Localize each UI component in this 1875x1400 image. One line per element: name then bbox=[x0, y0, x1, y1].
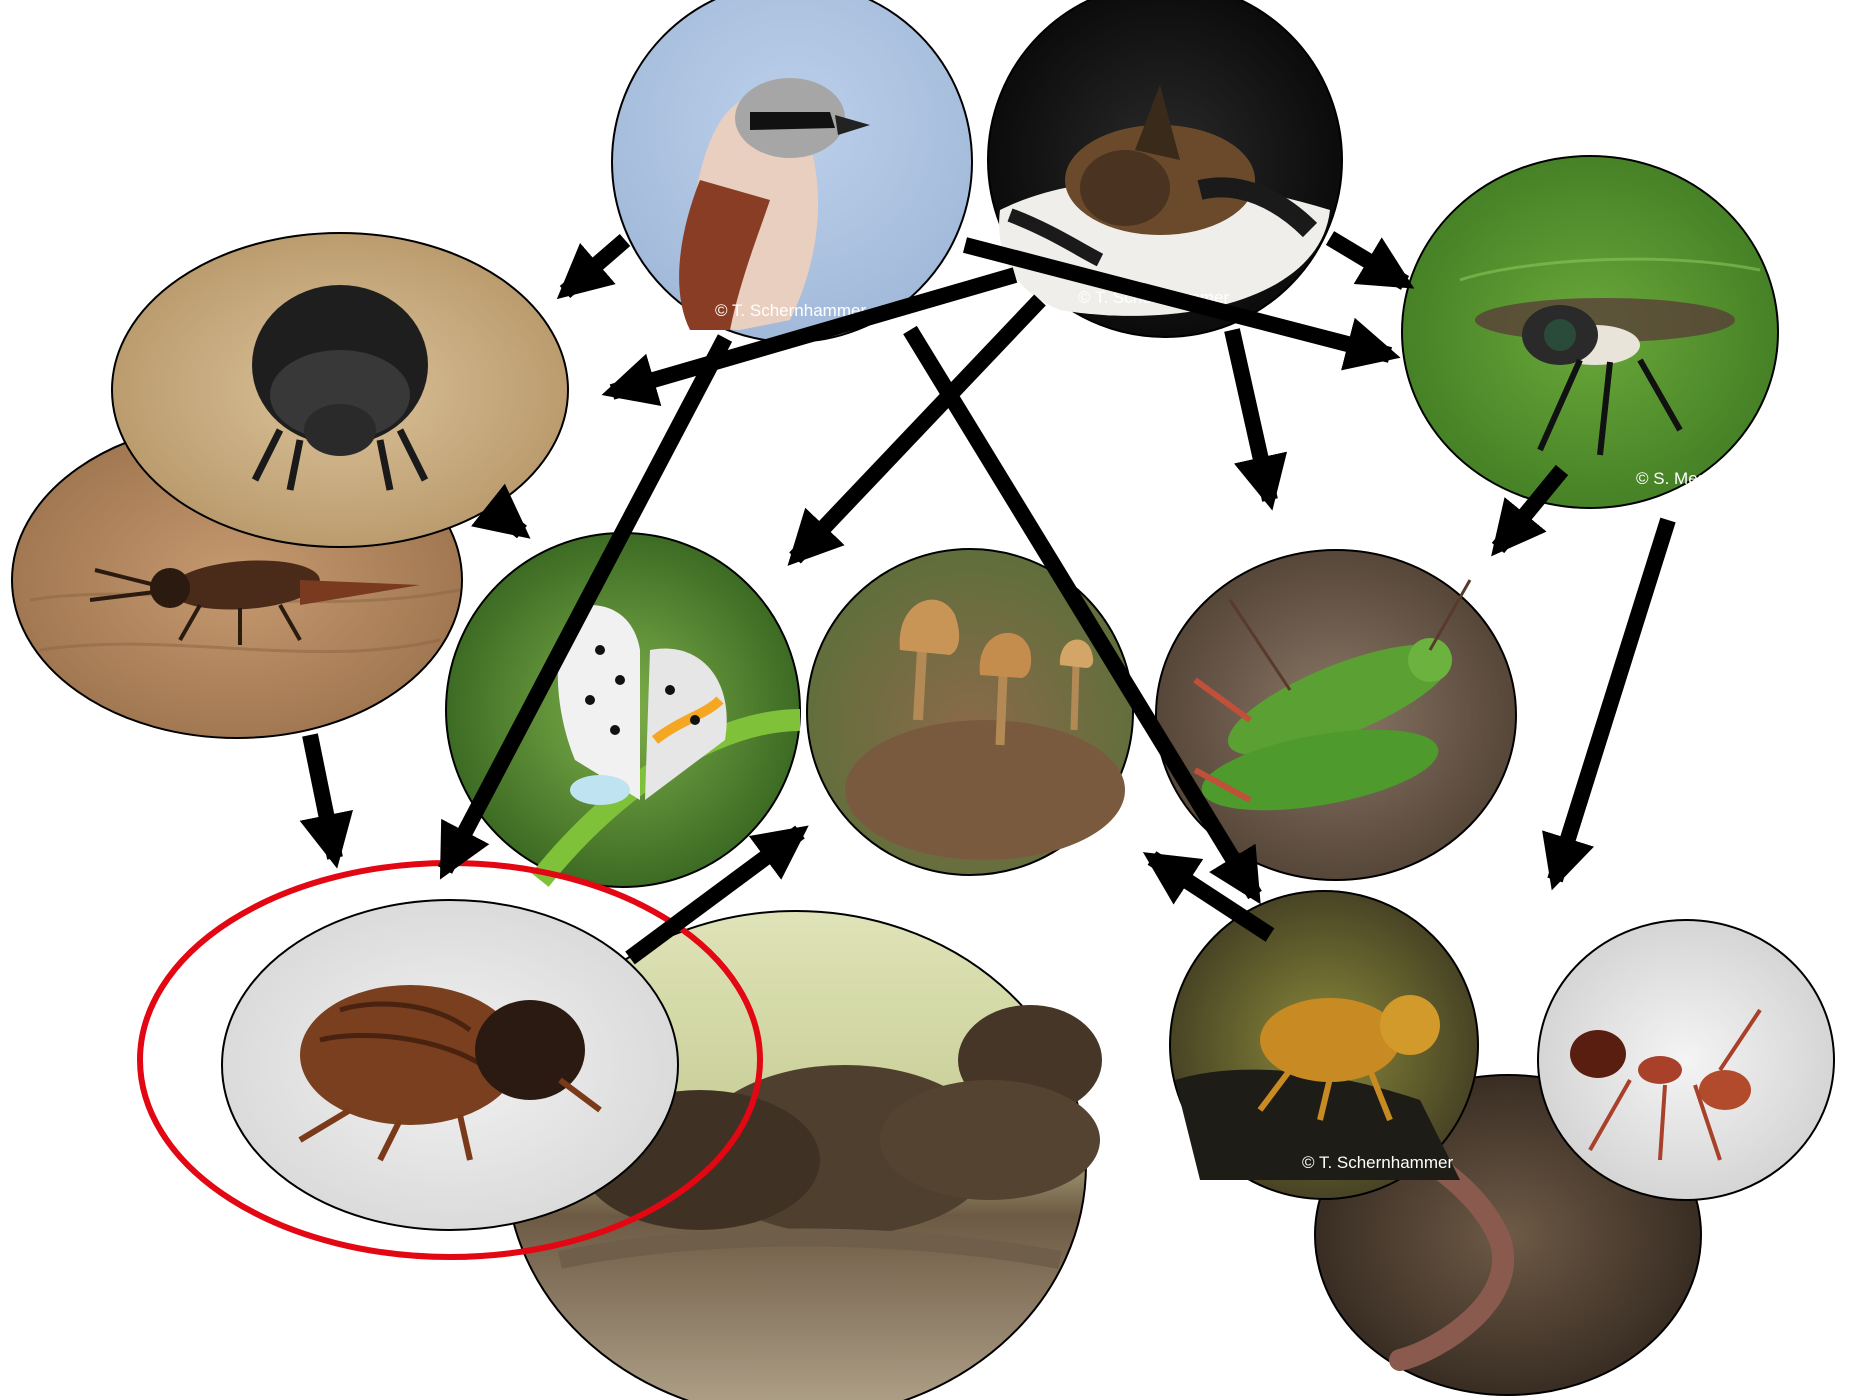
arrow-rove-beetle-to-dung-beetle bbox=[310, 735, 335, 858]
node-butterfly bbox=[446, 533, 800, 887]
node-round-beetle bbox=[112, 233, 568, 547]
arrow-rove-beetle-to-butterfly bbox=[488, 505, 522, 532]
node-shrike: © T. Schernhammer bbox=[612, 0, 972, 342]
arrow-robber-fly-to-dung-fly bbox=[1555, 520, 1668, 880]
arrow-bat-to-robber-fly bbox=[1330, 238, 1405, 283]
arrow-shrike-to-round-beetle bbox=[565, 240, 625, 292]
dung-fly-credit: © T. Schernhammer bbox=[1302, 1153, 1453, 1172]
node-dung-fly: © T. Schernhammer bbox=[1170, 891, 1478, 1199]
robber-fly-credit: © S. Messner bbox=[1636, 469, 1740, 488]
node-bat: © T. Schernhammer bbox=[988, 0, 1342, 337]
node-robber-fly: © S. Messner bbox=[1402, 156, 1778, 508]
node-dung-beetle bbox=[222, 900, 678, 1230]
node-mushrooms bbox=[807, 549, 1133, 875]
arrow-bat-to-grasshoppers bbox=[1232, 330, 1270, 500]
node-ant bbox=[1538, 920, 1834, 1200]
